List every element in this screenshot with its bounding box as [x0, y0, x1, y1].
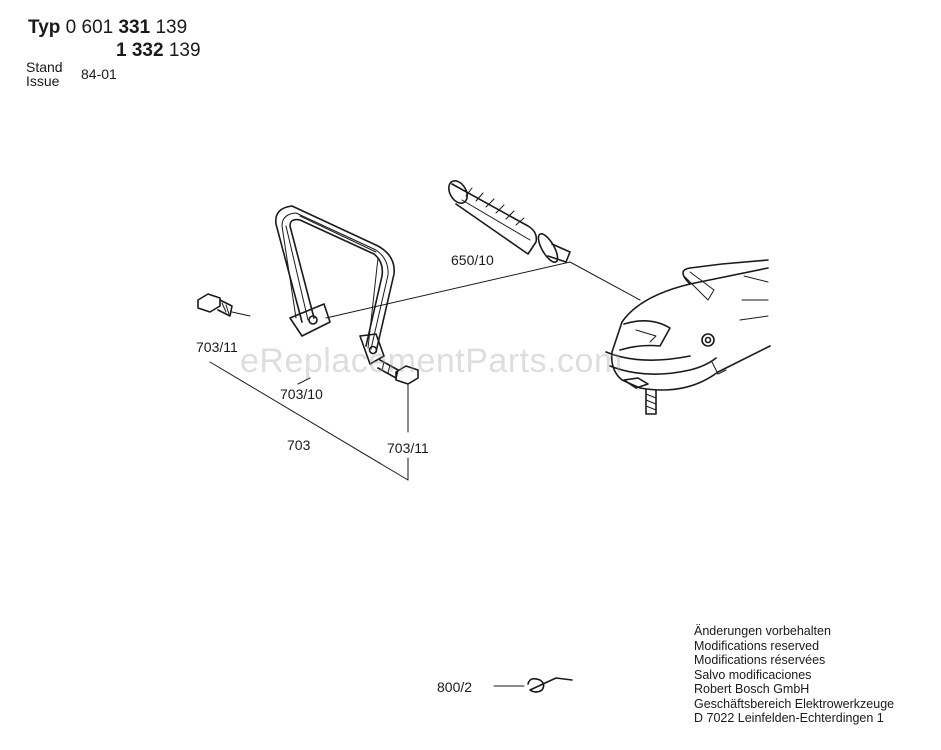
issue-date: 84-01: [81, 66, 117, 82]
note-line-1: Änderungen vorbehalten: [694, 624, 831, 638]
label-handle: 650/10: [451, 252, 494, 268]
bolt-left-drawing: [197, 293, 233, 317]
label-assembly: 703: [287, 437, 311, 453]
typ-bold-1: 331: [118, 17, 151, 38]
type-number-line-2: 1 332 139: [116, 41, 201, 61]
key-drawing: [493, 677, 573, 693]
bracket-drawing: [275, 205, 395, 365]
note-line-7: D 7022 Leinfelden-Echterdingen 1: [694, 711, 884, 725]
label-bracket: 703/10: [280, 386, 323, 402]
grinder-drawing: [605, 259, 771, 415]
note-line-3: Modifications réservées: [694, 653, 826, 667]
issue-label: Issue: [26, 73, 60, 89]
typ-suffix-1: 139: [155, 17, 188, 38]
note-line-4: Salvo modificaciones: [694, 667, 812, 682]
typ-label: Typ: [28, 17, 61, 38]
label-bolt-left: 703/11: [196, 339, 238, 355]
bolt-right-drawing: [377, 359, 419, 385]
typ-prefix: 0 601: [65, 17, 114, 38]
note-line-5: Robert Bosch GmbH: [694, 682, 810, 696]
label-bolt-right: 703/11: [387, 440, 429, 456]
note-line-6: Geschäftsbereich Elektrowerkzeuge: [694, 696, 895, 711]
label-key: 800/2: [437, 679, 473, 695]
typ-bold-2: 1 332: [116, 40, 164, 61]
stand-label: Stand: [26, 59, 63, 75]
footer-notes: Änderungen vorbehalten Modifications res…: [694, 624, 894, 726]
note-line-2: Modifications reserved: [694, 638, 820, 653]
handle-drawing: [448, 180, 571, 263]
typ-suffix-2: 139: [168, 40, 201, 61]
type-number-line-1: Typ 0 601 331 139: [28, 18, 187, 38]
stand-issue-labels: Stand Issue: [26, 60, 63, 88]
assembly-lines: [209, 261, 641, 481]
